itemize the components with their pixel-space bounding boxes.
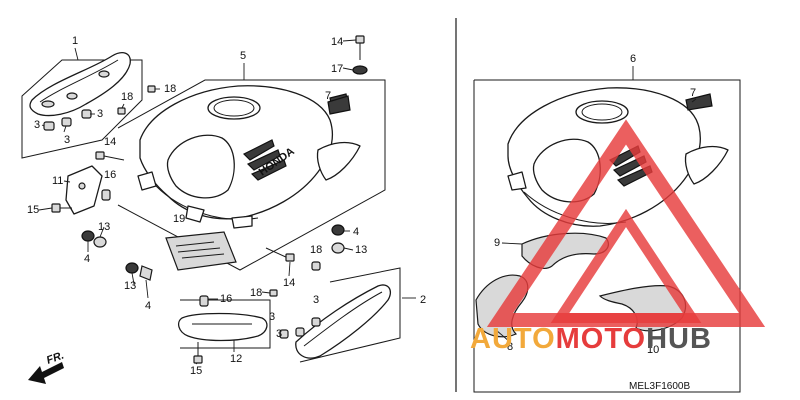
callout-3-c3f: 3 [276,328,282,340]
inner-bracket-part-1 [29,52,131,117]
side-cover-part-2 [295,284,392,359]
clip-part-16-lower [199,295,209,307]
tank-cover-part-5 [137,85,361,229]
callout-18-c18b: 18 [121,91,133,103]
hardware-parts-3-18-lower [269,289,321,339]
callout-16-c16b: 16 [220,293,232,305]
bolt-part-14-top [355,35,365,60]
watermark-logo: AUTOMOTOHUB [470,119,766,355]
washer-part-17 [352,65,368,75]
callout-14-c14a: 14 [331,36,343,48]
screw-part-18-top [147,85,156,93]
frame-part-1 [21,59,143,159]
watermark-triangle-inner-icon [550,208,702,323]
bolt-part-14-mid [95,151,125,161]
callout-7-c7b: 7 [690,87,696,99]
callout-12-c12: 12 [230,353,242,365]
callout-11-c11: 11 [52,175,63,187]
drawing-code: MEL3F1600B [629,381,690,392]
watermark-text-moto: MOTO [556,323,646,355]
callout-3-c3b: 3 [34,119,40,131]
callout-4-c4a: 4 [84,253,90,265]
callout-10-c10: 10 [647,344,659,356]
callout-18-c18c: 18 [310,244,322,256]
callout-5-c5: 5 [240,50,246,62]
leader-lines-right [495,66,697,346]
bolt-part-14-lower [265,247,295,262]
watermark-text: AUTOMOTOHUB [470,323,712,355]
grommet-parts-4-13-left [81,230,153,281]
screw-part-18-left [117,107,126,115]
callout-15-c15b: 15 [190,365,202,377]
callout-4-c4c: 4 [145,300,151,312]
callout-19-c19: 19 [173,213,185,225]
direction-label: FR. [45,349,66,366]
callout-4-c4b: 4 [353,226,359,238]
callout-3-c3a: 3 [97,108,103,120]
callout-3-c3d: 3 [313,294,319,306]
bolt-part-15-lower [193,342,203,364]
callout-7-c7a: 7 [325,90,331,102]
callout-6-c6: 6 [630,53,636,65]
callout-14-c14b: 14 [104,136,116,148]
callout-13-c13b: 13 [355,244,367,256]
callout-1-c1: 1 [72,35,78,47]
callout-8-c8: 8 [507,341,513,353]
callout-18-c18a: 18 [164,83,176,95]
callout-3-c3e: 3 [269,311,275,323]
callout-17-c17: 17 [331,63,343,75]
callout-14-c14c: 14 [283,277,295,289]
grommet-parts-4-13-right [311,224,345,271]
callout-18-c18d: 18 [250,287,262,299]
bracket-part-11 [65,165,103,215]
callout-16-c16a: 16 [104,169,116,181]
callout-2-c2: 2 [420,294,426,306]
lower-cover-part-12 [177,312,268,342]
clip-part-16-left [101,189,111,201]
frame-part-12 [180,299,271,349]
rubber-part-7-right [685,93,713,111]
callout-13-c13a: 13 [98,221,110,233]
rubber-part-7-left [327,95,351,115]
callout-13-c13c: 13 [124,280,136,292]
watermark-text-auto: AUTO [470,323,556,355]
callout-15-c15a: 15 [27,204,39,216]
watermark-text-hub: HUB [646,323,712,355]
frame-part-2 [299,267,401,363]
direction-arrow-icon [28,362,64,384]
callout-9-c9: 9 [494,237,500,249]
leader-lines-left [38,39,416,365]
label-sheet-part-19 [165,231,237,271]
callout-3-c3c: 3 [64,134,70,146]
